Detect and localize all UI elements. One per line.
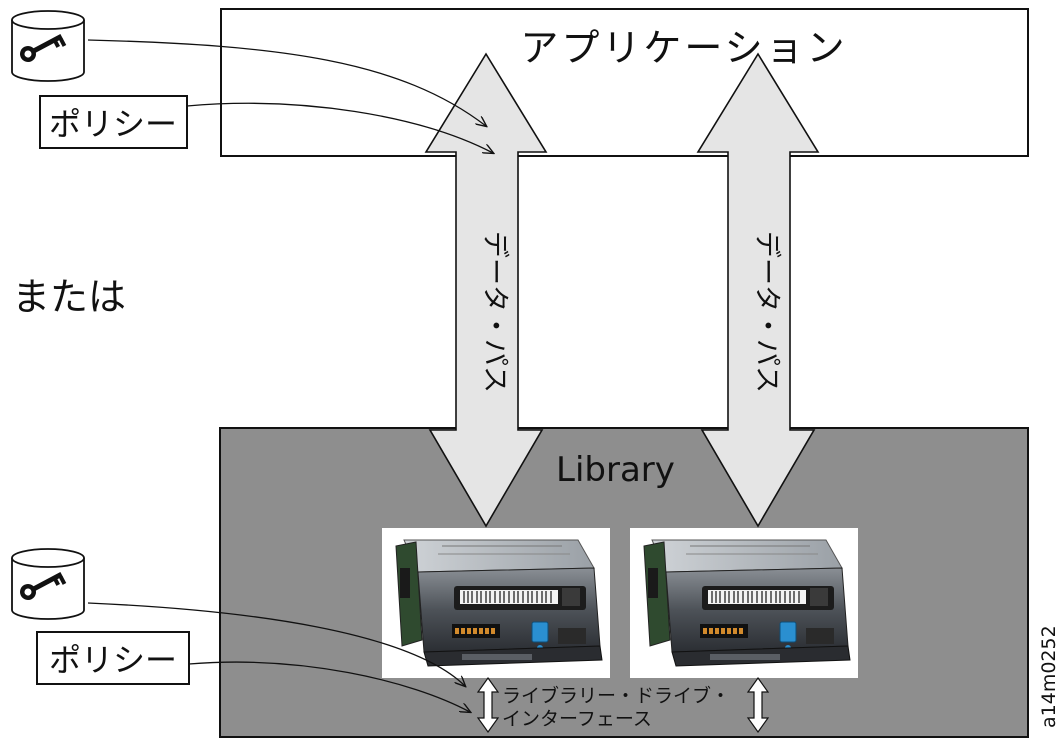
policy-label-top: ポリシー: [49, 105, 177, 143]
data-path-label-right: データ・パス: [751, 231, 782, 393]
library-drive-interface-line1: ライブラリー・ドライブ・: [502, 684, 730, 707]
data-path-label-left: データ・パス: [479, 231, 510, 393]
key-connector-top: [87, 39, 486, 126]
policy-box-bottom: [36, 631, 190, 685]
interface-arrow-left: [476, 676, 500, 734]
key-database-icon-top: [11, 10, 85, 82]
library-box: [219, 427, 1029, 738]
library-drive-interface-line2: インターフェース: [502, 708, 652, 730]
figure-id: a14m0252: [1038, 625, 1060, 728]
key-database-icon-bottom: [11, 548, 85, 620]
alternative-label: または: [12, 275, 126, 319]
policy-box-top: [39, 95, 188, 149]
data-path-arrow-left: [424, 52, 548, 528]
tape-drive-icon-right: [629, 527, 859, 679]
interface-arrow-right: [746, 676, 770, 734]
data-path-arrow-right: [696, 52, 820, 528]
policy-connector-top: [186, 102, 493, 153]
key-connector-bottom: [87, 602, 465, 686]
policy-label-bottom: ポリシー: [49, 641, 177, 679]
policy-connector-bottom: [188, 661, 470, 712]
application-box: [220, 8, 1029, 157]
application-label: アプリケーション: [520, 26, 847, 70]
library-label: Library: [556, 450, 675, 490]
